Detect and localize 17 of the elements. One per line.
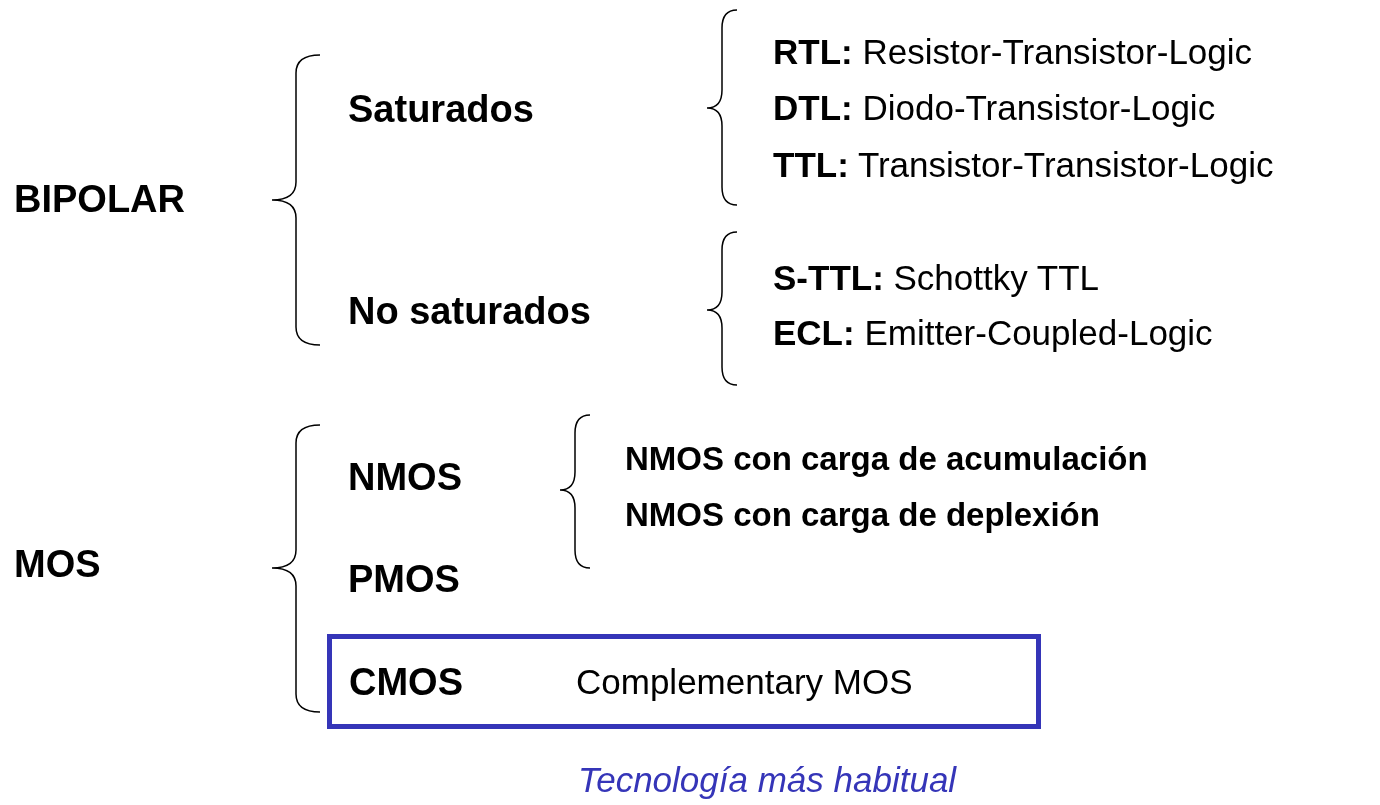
- note-text: Tecnología más habitual: [578, 760, 957, 800]
- label-text: BIPOLAR: [14, 177, 185, 223]
- label-text: Saturados: [348, 87, 534, 133]
- label-text: NMOS con carga de deplexión: [625, 495, 1100, 535]
- label-text: PMOS: [348, 557, 460, 603]
- label-text: NMOS: [348, 455, 462, 501]
- label-text: MOS: [14, 542, 101, 588]
- label-text: CMOS: [349, 660, 463, 703]
- label-text: NMOS con carga de acumulación: [625, 439, 1148, 479]
- label-text: RTL: Resistor-Transistor-Logic: [773, 31, 1253, 73]
- highlight-box: [327, 634, 1041, 729]
- description-text: Complementary MOS: [576, 661, 913, 702]
- label-text: S-TTL: Schottky TTL: [773, 257, 1100, 299]
- label-text: TTL: Transistor-Transistor-Logic: [773, 144, 1274, 186]
- label-text: ECL: Emitter-Coupled-Logic: [773, 312, 1213, 354]
- label-text: No saturados: [348, 289, 591, 335]
- label-text: DTL: Diodo-Transistor-Logic: [773, 87, 1216, 129]
